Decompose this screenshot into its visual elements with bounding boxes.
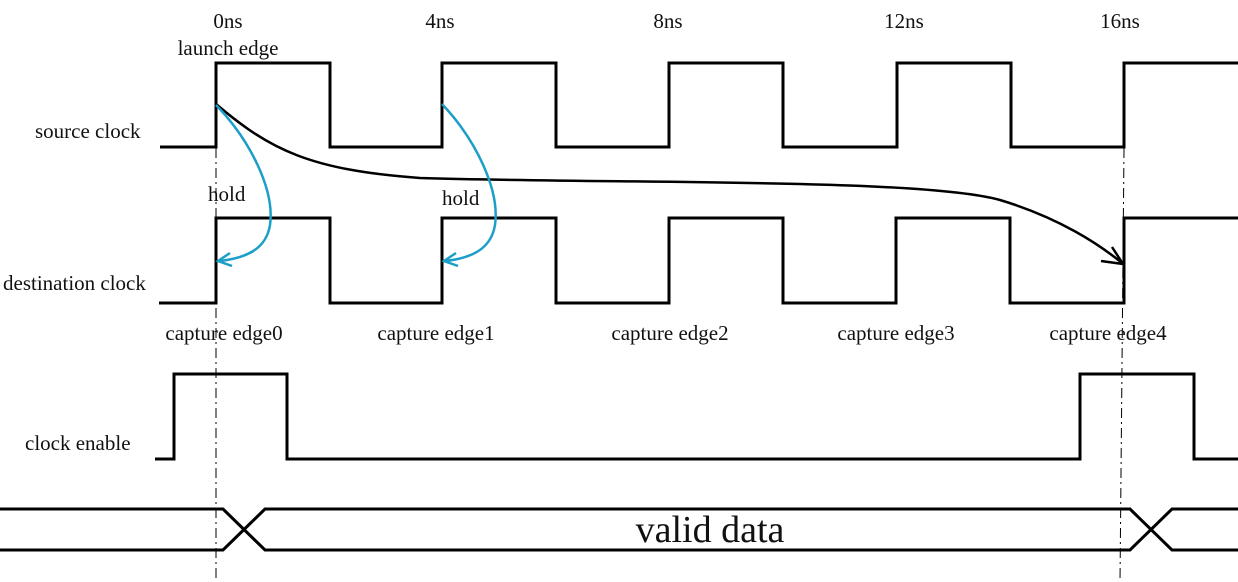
hold-arrowhead-1-icon [441,251,459,268]
time-label-1: 4ns [425,9,454,33]
destination-clock-waveform [159,216,1238,305]
source-clock-waveform [160,61,1238,149]
time-axis: 0ns 4ns 8ns 12ns 16ns launch edge [178,9,1140,60]
hold-label-1: hold [442,186,480,210]
setup-arrowhead-icon [1100,246,1126,266]
capture-edge-label-3: capture edge3 [837,321,954,345]
time-label-3: 12ns [884,9,924,33]
hold-arrow-0 [215,104,272,263]
valid-data-label: valid data [636,509,785,551]
data-bus: valid data [0,507,1238,552]
hold-arrowhead-0-icon [215,251,233,268]
hold-label-0: hold [208,182,246,206]
time-label-4: 16ns [1100,9,1140,33]
data-bus-segment-left [0,507,1238,552]
launch-edge-label: launch edge [178,36,279,60]
capture-edge-label-1: capture edge1 [377,321,494,345]
clock-enable-waveform [155,372,1238,461]
guide-line-16ns [1119,147,1125,582]
destination-clock-label: destination clock [3,271,146,295]
capture-edge-label-0: capture edge0 [165,321,282,345]
capture-edge-label-4: capture edge4 [1049,321,1167,345]
capture-edge-labels: capture edge0 capture edge1 capture edge… [165,321,1167,345]
time-label-0: 0ns [213,9,242,33]
time-label-2: 8ns [653,9,682,33]
hold-arrow-1 [441,103,497,263]
source-clock-label: source clock [35,119,141,143]
capture-edge-label-2: capture edge2 [611,321,728,345]
clock-enable-label: clock enable [25,431,131,455]
setup-path-arrow [215,103,1123,264]
data-bus-segment-right [0,507,1238,552]
